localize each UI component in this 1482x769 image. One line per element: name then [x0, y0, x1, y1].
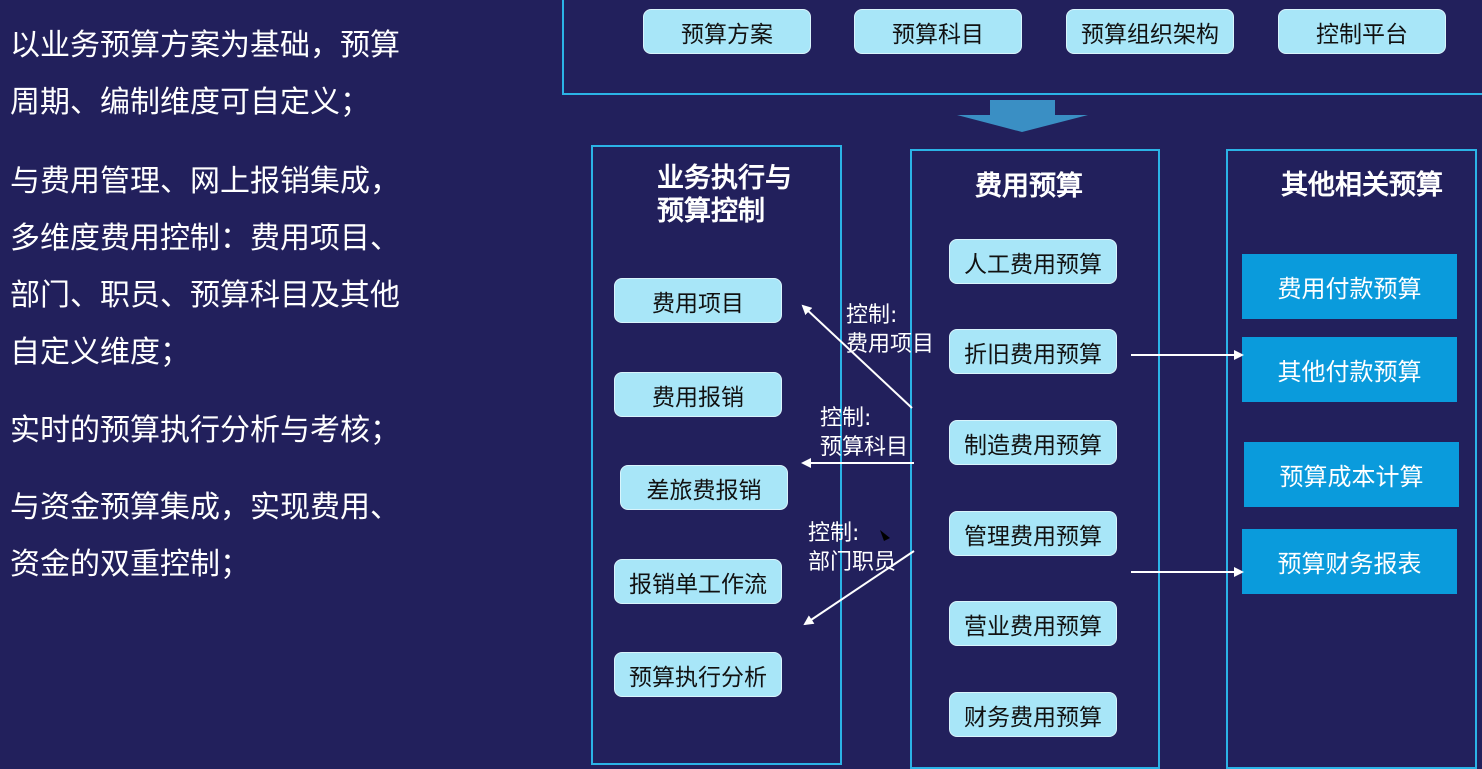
desc-line: 以业务预算方案为基础，预算	[10, 28, 400, 63]
title-line: 业务执行与	[657, 163, 792, 194]
small-triangle-marker	[880, 530, 890, 541]
exec-item-expense-claim[interactable]: 费用报销	[614, 372, 782, 417]
foundation-frame	[562, 0, 1482, 95]
desc-line: 多维度费用控制：费用项目、	[10, 221, 400, 256]
expense-item-management[interactable]: 管理费用预算	[949, 511, 1117, 556]
control-label: 控制:	[846, 303, 898, 328]
control-annotation-expense-item: 控制: 费用项目	[846, 301, 934, 359]
desc-line: 与资金预算集成，实现费用、	[10, 490, 400, 525]
desc-line: 实时的预算执行分析与考核；	[10, 413, 400, 448]
exec-item-claim-workflow[interactable]: 报销单工作流	[614, 559, 782, 604]
desc-paragraph-2: 与费用管理、网上报销集成， 多维度费用控制：费用项目、 部门、职员、预算科目及其…	[10, 153, 400, 381]
control-target: 部门职员	[808, 550, 897, 575]
other-column-title: 其他相关预算	[1281, 170, 1443, 201]
top-item-budget-org[interactable]: 预算组织架构	[1066, 9, 1234, 54]
top-item-budget-subject[interactable]: 预算科目	[854, 9, 1022, 54]
top-item-budget-plan[interactable]: 预算方案	[643, 9, 811, 54]
control-annotation-budget-subject: 控制: 预算科目	[820, 404, 908, 462]
other-item-other-payment[interactable]: 其他付款预算	[1242, 337, 1457, 402]
desc-paragraph-3: 实时的预算执行分析与考核；	[10, 402, 400, 459]
desc-line: 周期、编制维度可自定义；	[10, 85, 370, 120]
desc-paragraph-1: 以业务预算方案为基础，预算 周期、编制维度可自定义；	[10, 17, 400, 131]
desc-line: 部门、职员、预算科目及其他	[10, 278, 400, 313]
desc-line: 资金的双重控制；	[10, 547, 250, 582]
expense-column-title: 费用预算	[975, 171, 1083, 202]
top-item-control-platform[interactable]: 控制平台	[1278, 9, 1446, 54]
expense-item-financial[interactable]: 财务费用预算	[949, 692, 1117, 737]
control-target: 费用项目	[846, 332, 935, 357]
control-arrow-expense-item	[801, 304, 913, 409]
control-target: 预算科目	[820, 435, 909, 460]
other-item-expense-payment[interactable]: 费用付款预算	[1242, 254, 1457, 319]
control-label: 控制:	[808, 521, 860, 546]
expense-item-operating[interactable]: 营业费用预算	[949, 601, 1117, 646]
exec-item-execution-analysis[interactable]: 预算执行分析	[614, 652, 782, 697]
connector-layer	[801, 100, 1244, 626]
control-arrow-dept-staff	[803, 550, 915, 626]
exec-item-expense-item[interactable]: 费用项目	[614, 278, 782, 323]
desc-paragraph-4: 与资金预算集成，实现费用、 资金的双重控制；	[10, 479, 400, 593]
flow-down-arrow	[957, 100, 1088, 132]
control-label: 控制:	[820, 406, 872, 431]
other-item-cost-calculation[interactable]: 预算成本计算	[1244, 442, 1459, 507]
other-item-financial-report[interactable]: 预算财务报表	[1242, 529, 1457, 594]
title-line: 预算控制	[657, 196, 765, 227]
execution-column-title: 业务执行与 预算控制	[657, 162, 792, 228]
desc-line: 自定义维度；	[10, 335, 190, 370]
exec-item-travel-claim[interactable]: 差旅费报销	[620, 465, 788, 510]
expense-item-labor[interactable]: 人工费用预算	[949, 239, 1117, 284]
expense-item-manufacturing[interactable]: 制造费用预算	[949, 420, 1117, 465]
control-annotation-dept-staff: 控制: 部门职员	[808, 519, 896, 577]
expense-item-depreciation[interactable]: 折旧费用预算	[949, 329, 1117, 374]
desc-line: 与费用管理、网上报销集成，	[10, 164, 400, 199]
